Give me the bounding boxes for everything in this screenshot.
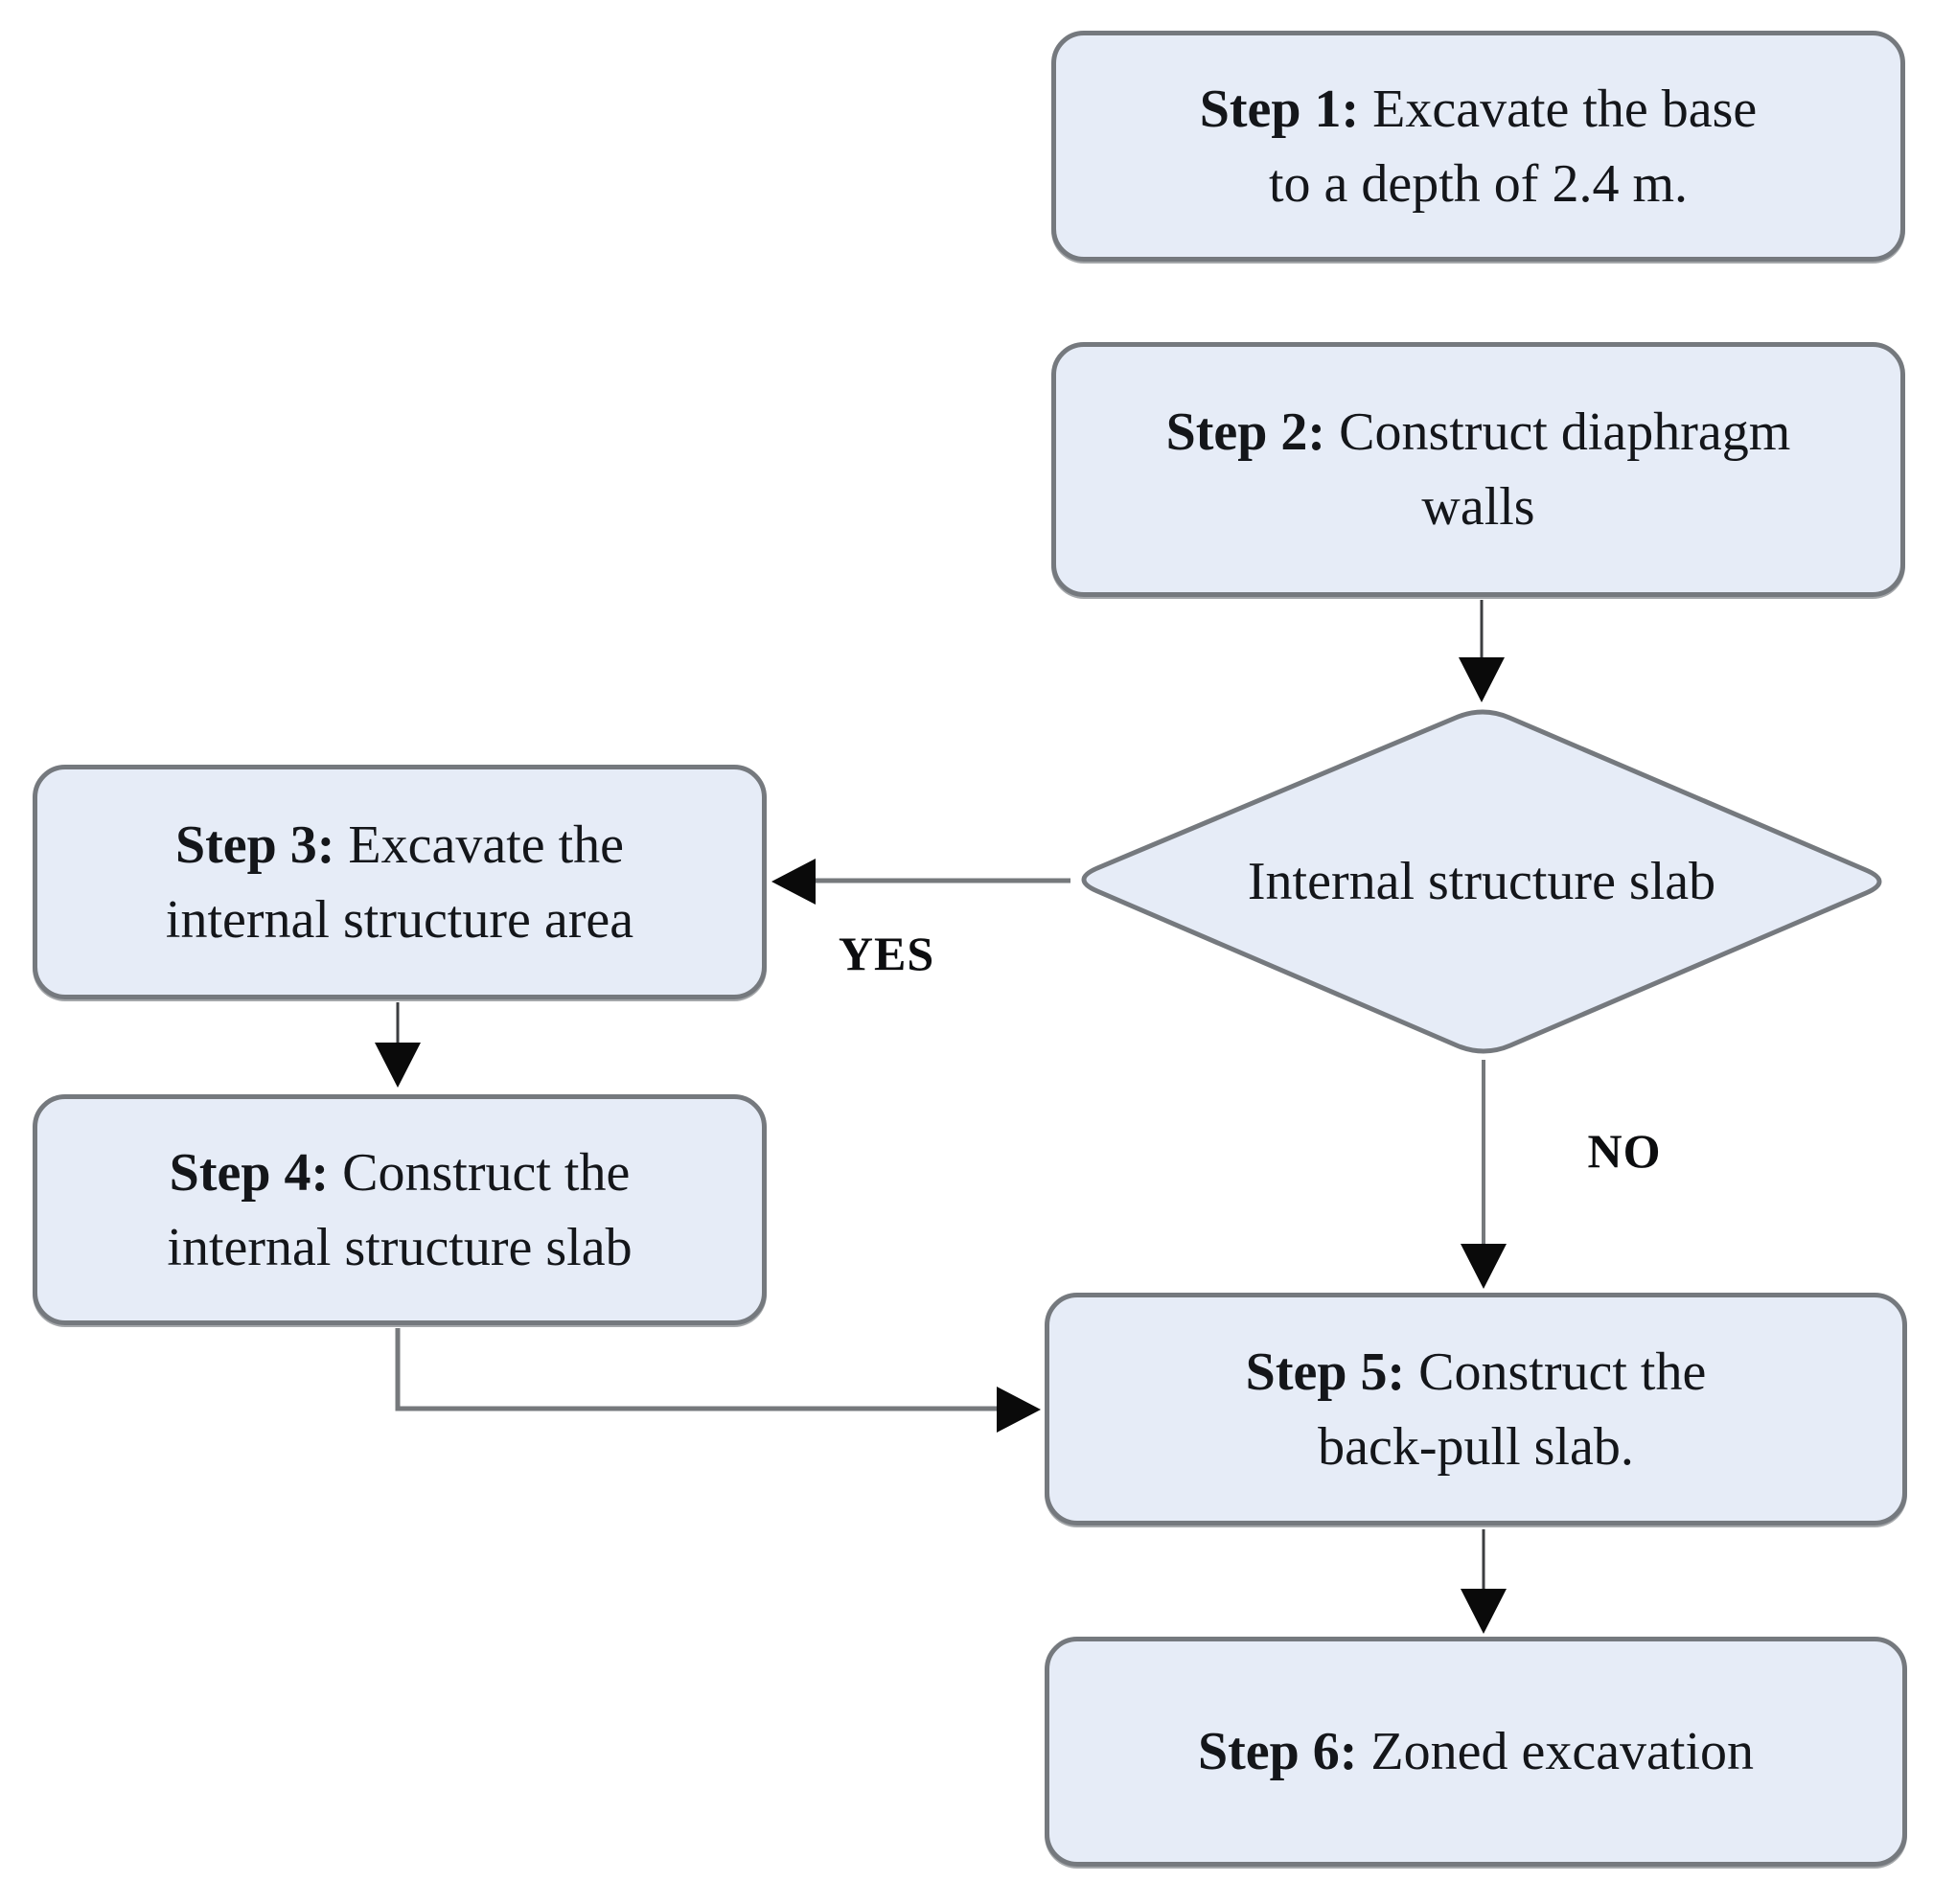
step4-text-line1: Step 4: Construct the: [169, 1142, 631, 1203]
step4-node: Step 4: Construct the internal structure…: [33, 1094, 767, 1325]
step1-text-line2: to a depth of 2.4 m.: [1268, 153, 1689, 214]
step4-text-line2: internal structure slab: [167, 1217, 633, 1277]
step3-text-line2: internal structure area: [165, 889, 634, 950]
arrowhead-down-step5-step6-icon: [1461, 1589, 1507, 1634]
step3-node: Step 3: Excavate the internal structure …: [33, 765, 767, 999]
arrowhead-down-no-icon: [1461, 1244, 1507, 1289]
no-label: NO: [1587, 1124, 1662, 1178]
arrowhead-right-step4-step5-icon: [997, 1387, 1041, 1433]
decision-diamond: [1081, 709, 1882, 1054]
step5-node: Step 5: Construct the back-pull slab.: [1045, 1293, 1907, 1525]
step3-text-line1: Step 3: Excavate the: [174, 814, 625, 875]
connector-step4-step5-elbow: [395, 1328, 999, 1411]
step5-text-line2: back-pull slab.: [1318, 1416, 1634, 1477]
step6-text-line1: Step 6: Zoned excavation: [1197, 1722, 1755, 1781]
arrowhead-down-step2-decision-icon: [1459, 657, 1505, 702]
arrowhead-left-yes-icon: [771, 859, 816, 905]
decision-label: Internal structure slab: [1247, 852, 1716, 911]
step1-text-line1: Step 1: Excavate the base: [1199, 79, 1758, 139]
step2-text-line1: Step 2: Construct diaphragm: [1165, 402, 1791, 462]
arrowhead-down-step3-step4-icon: [375, 1043, 421, 1088]
step6-node: Step 6: Zoned excavation: [1045, 1637, 1907, 1867]
step1-node: Step 1: Excavate the base to a depth of …: [1051, 31, 1905, 262]
yes-label: YES: [838, 927, 935, 980]
step2-node: Step 2: Construct diaphragm walls: [1051, 342, 1905, 597]
step2-text-line2: walls: [1421, 477, 1535, 537]
step5-text-line1: Step 5: Construct the: [1245, 1342, 1707, 1402]
